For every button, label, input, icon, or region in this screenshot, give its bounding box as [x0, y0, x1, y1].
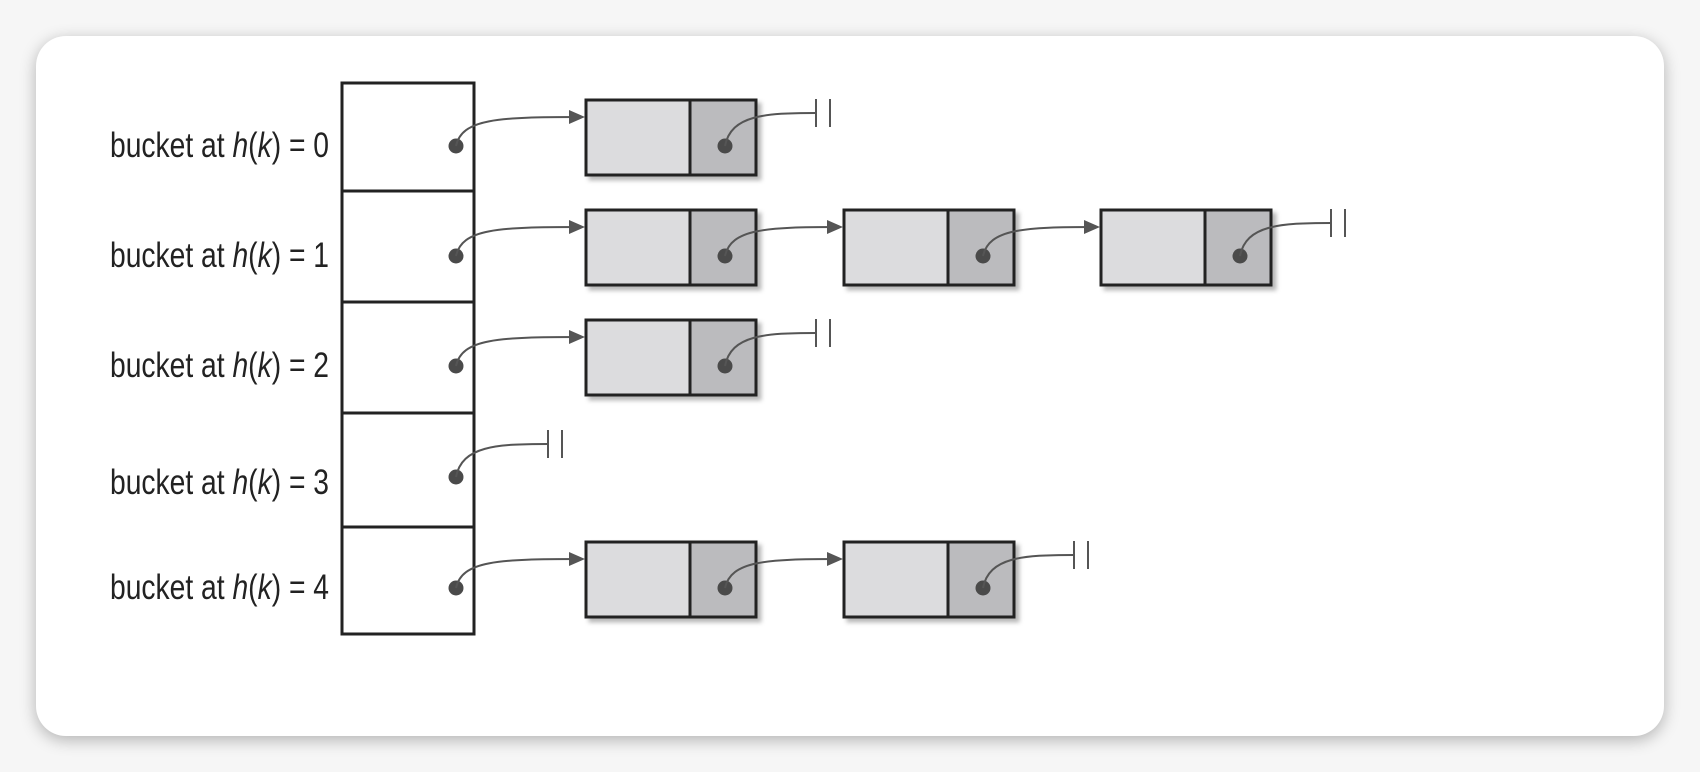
label-prefix: bucket at	[110, 126, 232, 165]
label-index: 1	[313, 236, 329, 275]
label-argument: k	[258, 346, 273, 385]
node-next-field	[688, 208, 758, 287]
node-data-field	[1099, 208, 1207, 287]
label-equals: =	[281, 463, 313, 502]
label-argument: k	[258, 126, 273, 165]
chain-nodes	[584, 98, 1273, 619]
label-index: 2	[313, 346, 329, 385]
label-equals: =	[281, 126, 313, 165]
node-next-field	[946, 208, 1016, 287]
label-open-paren: (	[248, 463, 258, 502]
chain-node-4-0	[584, 540, 758, 619]
node-next-field	[688, 318, 758, 397]
bucket-0-head-arrowhead	[569, 110, 585, 124]
bucket-array	[340, 81, 476, 636]
label-prefix: bucket at	[110, 236, 232, 275]
label-prefix: bucket at	[110, 346, 232, 385]
bucket-slot-1	[340, 189, 476, 304]
label-close-paren: )	[272, 463, 281, 502]
bucket-label-3: bucket at h(k) = 3	[110, 463, 329, 502]
label-open-paren: (	[248, 568, 258, 607]
bucket-0-head-arrow	[455, 116, 583, 147]
label-close-paren: )	[272, 126, 281, 165]
chain-node-4-1	[842, 540, 1016, 619]
label-index: 0	[313, 126, 329, 165]
node-next-field	[1203, 208, 1273, 287]
chain-node-1-1	[842, 208, 1016, 287]
node-1-2-null-terminator-line	[1239, 222, 1332, 257]
bucket-4-head-arrowhead	[569, 552, 585, 566]
node-data-field	[584, 98, 692, 177]
label-equals: =	[281, 346, 313, 385]
label-equals: =	[281, 236, 313, 275]
label-close-paren: )	[272, 236, 281, 275]
bucket-2-head-arrowhead	[569, 330, 585, 344]
node-next-field	[946, 540, 1016, 619]
chain-node-2-0	[584, 318, 758, 397]
label-prefix: bucket at	[110, 463, 232, 502]
label-argument: k	[258, 236, 273, 275]
chain-node-1-2	[1099, 208, 1273, 287]
label-argument: k	[258, 568, 273, 607]
bucket-slot-3	[340, 411, 476, 529]
label-open-paren: (	[248, 126, 258, 165]
node-1-1-next-arrow	[982, 226, 1098, 257]
chain-node-1-0	[584, 208, 758, 287]
label-argument: k	[258, 463, 273, 502]
label-open-paren: (	[248, 236, 258, 275]
bucket-4-head-arrow	[455, 558, 583, 589]
label-close-paren: )	[272, 568, 281, 607]
node-1-0-next-arrow	[724, 226, 841, 257]
node-next-field	[688, 98, 758, 177]
chain-node-0-0	[584, 98, 758, 177]
bucket-label-4: bucket at h(k) = 4	[110, 568, 329, 607]
label-equals: =	[281, 568, 313, 607]
bucket-label-2: bucket at h(k) = 2	[110, 346, 329, 385]
bucket-slot-2	[340, 300, 476, 415]
bucket-2-head-arrow	[455, 336, 583, 367]
bucket-1-head-arrow	[455, 226, 583, 257]
label-index: 4	[313, 568, 329, 607]
chain-pointers	[448, 99, 1346, 596]
node-data-field	[842, 540, 950, 619]
bucket-slot-4	[340, 525, 476, 636]
bucket-slot-0	[340, 81, 476, 193]
label-index: 3	[313, 463, 329, 502]
label-function: h	[232, 568, 248, 607]
node-next-field	[688, 540, 758, 619]
label-function: h	[232, 126, 248, 165]
bucket-3-null-terminator-line	[455, 443, 549, 478]
node-4-0-next-arrowhead	[827, 552, 843, 566]
label-close-paren: )	[272, 346, 281, 385]
node-1-0-next-arrowhead	[827, 220, 843, 234]
node-data-field	[842, 208, 950, 287]
node-4-1-null-terminator-line	[982, 554, 1075, 589]
bucket-label-0: bucket at h(k) = 0	[110, 126, 329, 165]
bucket-1-head-arrowhead	[569, 220, 585, 234]
node-1-1-next-arrowhead	[1084, 220, 1100, 234]
label-open-paren: (	[248, 346, 258, 385]
node-data-field	[584, 318, 692, 397]
node-data-field	[584, 540, 692, 619]
node-2-0-null-terminator-line	[724, 332, 817, 367]
node-0-0-null-terminator-line	[724, 112, 817, 147]
label-function: h	[232, 346, 248, 385]
node-4-0-next-arrow	[724, 558, 841, 589]
label-prefix: bucket at	[110, 568, 232, 607]
label-function: h	[232, 236, 248, 275]
bucket-label-1: bucket at h(k) = 1	[110, 236, 329, 275]
label-function: h	[232, 463, 248, 502]
node-data-field	[584, 208, 692, 287]
